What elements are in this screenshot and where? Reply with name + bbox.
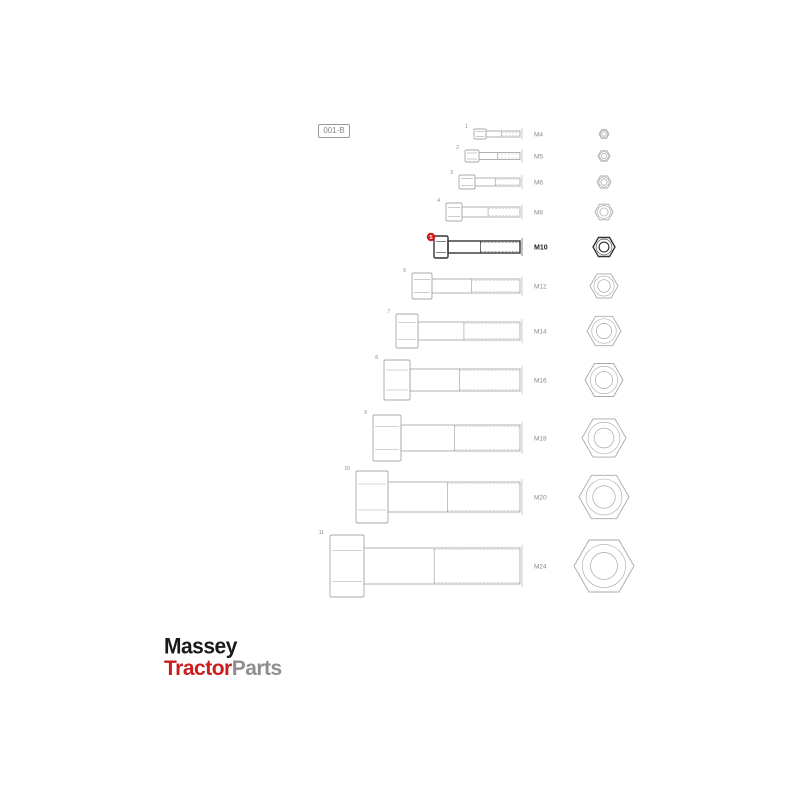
bolt-shank: [387, 481, 521, 513]
nut-bore-circle: [600, 152, 608, 160]
bolt-size-label: M5: [534, 154, 543, 161]
nut-chamfer-circle: [585, 478, 623, 516]
bolt-index-number: 10: [344, 466, 350, 472]
bolt-head: [395, 313, 419, 349]
bolt-size-label: M12: [534, 284, 547, 291]
bolt-size-label: M8: [534, 210, 543, 217]
drawing-reference-label: 001-B: [318, 124, 350, 138]
bolt-row-m10: 55M10: [426, 232, 616, 259]
nut-chamfer-circle: [591, 318, 617, 344]
bolt-shank: [409, 368, 521, 392]
bolt-row-m8: 4M8: [437, 198, 614, 222]
bolt-head: [411, 272, 433, 300]
nut-chamfer-circle: [597, 205, 611, 219]
logo-word-tractor: Tractor: [164, 657, 232, 680]
bolt-index-number: 8: [375, 355, 378, 361]
bolt-index-number: 4: [437, 198, 440, 204]
bolt-head: [372, 414, 402, 462]
bolt-shank: [417, 321, 521, 341]
bolt-head: [383, 359, 411, 401]
nut-hexagon: [586, 315, 622, 347]
bolt-size-label: M10: [534, 245, 548, 252]
bolt-head: [458, 174, 476, 190]
bolt-row-m6: 3M6: [450, 170, 612, 190]
nut-bore-circle: [593, 427, 615, 449]
nut-chamfer-circle: [598, 176, 610, 188]
logo-line-tractorparts: TractorParts: [164, 658, 282, 679]
nut-bore-circle: [592, 485, 616, 509]
bolt-index-number: 3: [450, 170, 453, 176]
nut-bore-circle: [601, 131, 607, 137]
bolt-size-label: M24: [534, 564, 547, 571]
bolt-size-label: M14: [534, 329, 547, 336]
nut-hexagon: [598, 129, 610, 139]
bolt-head: [445, 202, 463, 222]
bolt-index-number: 11: [319, 530, 324, 536]
bolt-shank: [461, 206, 521, 218]
nut-hexagon: [584, 363, 624, 397]
nut-bore-circle: [600, 178, 608, 186]
nut-chamfer-circle: [595, 238, 613, 256]
nut-hexagon: [594, 203, 614, 221]
bolt-index-number: 2: [456, 145, 459, 151]
bolt-row-m5: 2M5: [456, 145, 611, 163]
nut-chamfer-circle: [599, 151, 609, 161]
bolt-size-label: M20: [534, 495, 547, 502]
bolt-index-number: 9: [364, 410, 367, 416]
nut-hexagon: [596, 175, 612, 189]
nut-bore-circle: [595, 323, 612, 340]
bolt-head: [433, 235, 449, 259]
nut-hexagon: [578, 474, 630, 520]
bolt-index-number: 6: [403, 268, 406, 274]
nut-chamfer-circle: [593, 275, 615, 297]
nut-bore-circle: [595, 371, 613, 389]
bolt-head: [329, 534, 365, 598]
bolt-shank: [474, 177, 521, 187]
bolt-shank: [431, 278, 521, 294]
brand-logo: Massey TractorParts: [164, 634, 282, 679]
nut-hexagon: [592, 236, 616, 258]
nut-bore-circle: [598, 241, 610, 253]
bolt-head: [464, 149, 480, 163]
nut-hexagon: [597, 150, 611, 162]
logo-line-massey: Massey: [164, 634, 237, 659]
bolt-shank: [400, 424, 521, 452]
bolt-size-label: M16: [534, 378, 547, 385]
highlight-marker-number: 5: [429, 235, 432, 241]
nut-chamfer-circle: [600, 130, 608, 138]
bolt-size-label: M4: [534, 132, 543, 139]
bolt-head: [355, 470, 389, 524]
nut-hexagon: [573, 539, 635, 593]
nut-chamfer-circle: [590, 366, 618, 394]
nut-chamfer-circle: [587, 421, 621, 455]
bolt-head: [473, 128, 487, 140]
bolt-index-number: 7: [387, 309, 390, 315]
bolt-shank: [447, 240, 521, 254]
nut-bore-circle: [599, 207, 609, 217]
bolt-shank: [478, 152, 521, 160]
highlight-marker-icon: [426, 232, 436, 242]
bolt-size-label: M18: [534, 436, 547, 443]
bolt-index-number: 1: [465, 124, 468, 130]
bolt-shank: [485, 130, 521, 138]
nut-hexagon: [589, 273, 619, 299]
nut-bore-circle: [597, 279, 611, 293]
bolt-size-label: M6: [534, 180, 543, 187]
logo-word-parts: Parts: [231, 657, 283, 680]
nut-chamfer-circle: [582, 544, 626, 588]
nut-hexagon: [581, 418, 627, 458]
nut-bore-circle: [590, 552, 618, 580]
bolt-shank: [363, 547, 521, 585]
bolt-row-m4: 1M4: [465, 124, 610, 140]
